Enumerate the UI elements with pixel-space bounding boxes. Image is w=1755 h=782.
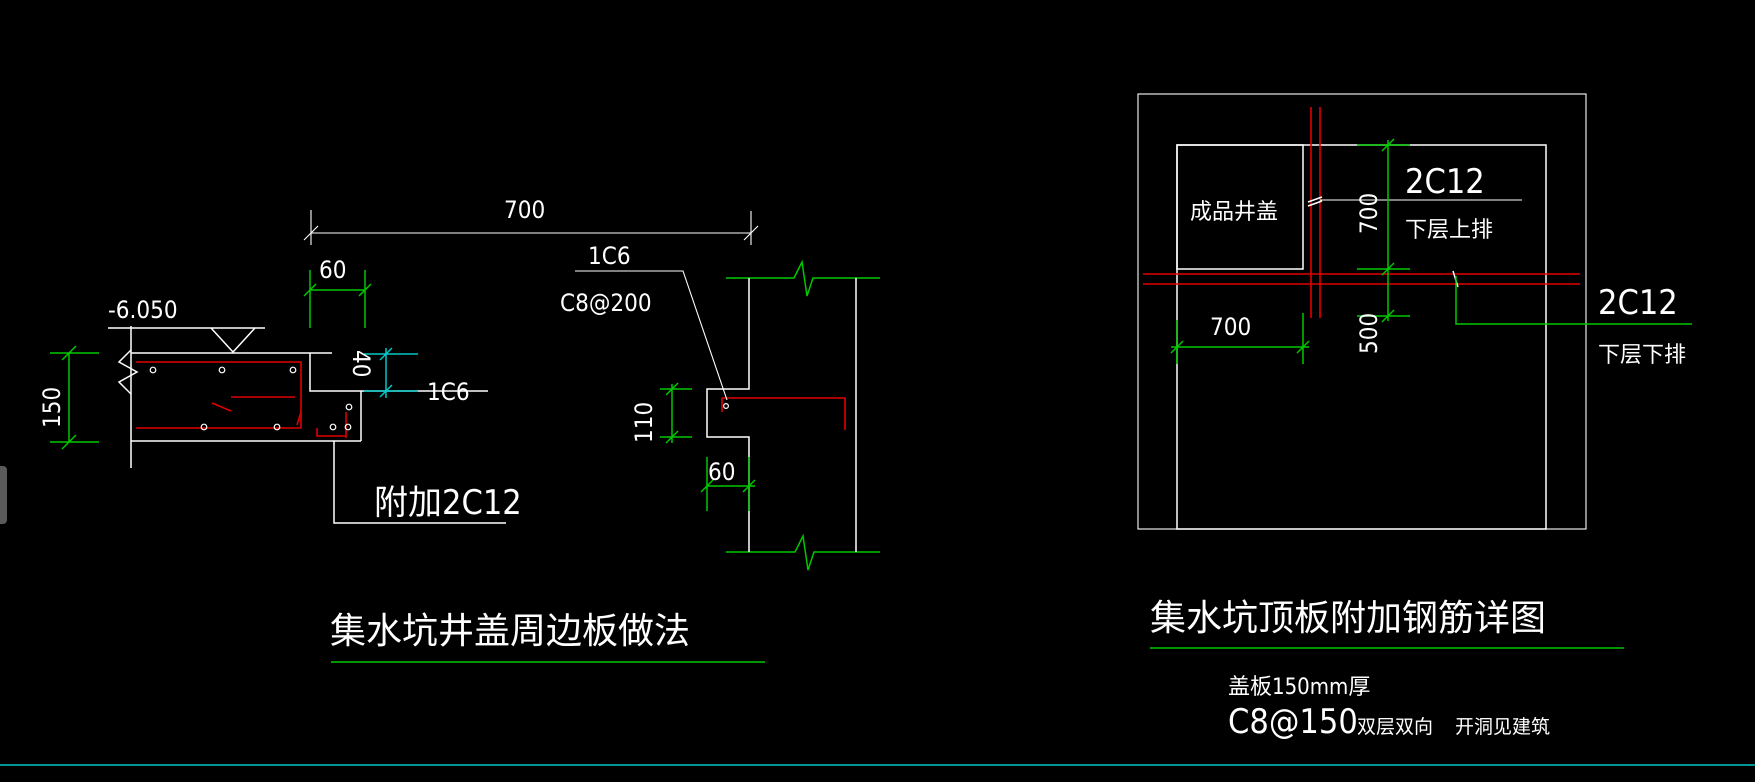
rebar-dot <box>344 423 352 431</box>
break-line-left <box>117 349 139 395</box>
side-panel-tab[interactable] <box>0 466 7 524</box>
rebar-dot <box>273 423 281 431</box>
slab-ledge <box>309 353 488 392</box>
rebar-main-loop <box>136 361 302 429</box>
bar-top-desc: 下层上排 <box>1405 218 1493 243</box>
rebar-dot <box>149 366 157 374</box>
dim-700-v-text: 700 <box>1355 193 1383 234</box>
elevation-label: -6.050 <box>108 296 178 324</box>
rebar-dot <box>722 403 729 410</box>
rebar-dot <box>289 366 297 374</box>
rebar-dot <box>329 423 337 431</box>
rebar-vertical <box>1310 107 1321 318</box>
elevation-triangle <box>108 327 265 354</box>
dim-500-v-text: 500 <box>1355 313 1383 354</box>
wall-break-bottom <box>726 533 880 571</box>
bar-right-desc: 下层下排 <box>1598 343 1686 368</box>
left-title: 集水坑井盖周边板做法 <box>330 611 690 652</box>
outer-frame <box>1137 93 1587 530</box>
dim-60-bottom-lines <box>700 457 756 511</box>
dim-700-text: 700 <box>504 196 545 224</box>
wall-leader-line <box>575 270 728 401</box>
dim-40-text: 40 <box>347 350 375 377</box>
bar-c8-200-text: C8@200 <box>560 289 652 317</box>
note-rebar: C8@150 <box>1228 702 1358 742</box>
left-detail: -6.050 700 60 40 150 1C6 附加2C12 集水坑井盖周 <box>38 196 765 663</box>
cover-label: 成品井盖 <box>1190 200 1278 225</box>
rebar-dot <box>218 366 226 374</box>
right-detail: 成品井盖 2C12 下层上排 2C12 下层下排 700 500 700 集水坑… <box>1137 93 1692 742</box>
dim-60-top-text: 60 <box>319 256 346 284</box>
leader-right <box>1455 276 1692 325</box>
dim-60-top-lines <box>303 270 372 328</box>
dim-150-text: 150 <box>38 387 66 428</box>
dim-700-h-text: 700 <box>1210 313 1251 341</box>
extra-bar-leader <box>333 441 506 524</box>
extra-bar-label: 附加2C12 <box>374 483 522 523</box>
dim-40-lines <box>364 347 418 398</box>
rebar-ledge <box>316 428 346 437</box>
dim-700-lines <box>303 210 759 245</box>
note-layers: 双层双向 <box>1357 716 1433 738</box>
right-title: 集水坑顶板附加钢筋详图 <box>1150 598 1546 639</box>
dim-110-lines <box>660 382 692 444</box>
dim-150-lines <box>50 345 99 450</box>
note-thickness: 盖板150mm厚 <box>1228 675 1370 700</box>
dim-vertical-lines <box>1357 138 1410 323</box>
rebar-ties <box>211 396 302 426</box>
note-opening: 开洞见建筑 <box>1455 716 1550 738</box>
bar-1c6-ledge-text: 1C6 <box>427 378 470 406</box>
dim-60-bottom-text: 60 <box>708 458 735 486</box>
cover-box <box>1176 144 1304 270</box>
bar-1c6-wall-text: 1C6 <box>588 242 631 270</box>
wall-section: 1C6 C8@200 110 60 <box>560 242 880 571</box>
wall-break-top <box>726 259 880 297</box>
dim-110-text: 110 <box>630 402 658 443</box>
rebar-horizontal <box>1143 273 1580 285</box>
wall-rebar <box>721 397 846 430</box>
rebar-dot <box>345 403 353 411</box>
bar-right-text: 2C12 <box>1598 283 1678 323</box>
break-mark-v <box>1307 196 1323 207</box>
wall-notch <box>706 278 750 552</box>
rebar-dot <box>200 423 208 431</box>
bar-top-text: 2C12 <box>1405 162 1485 202</box>
dim-700-h-lines <box>1170 313 1310 364</box>
